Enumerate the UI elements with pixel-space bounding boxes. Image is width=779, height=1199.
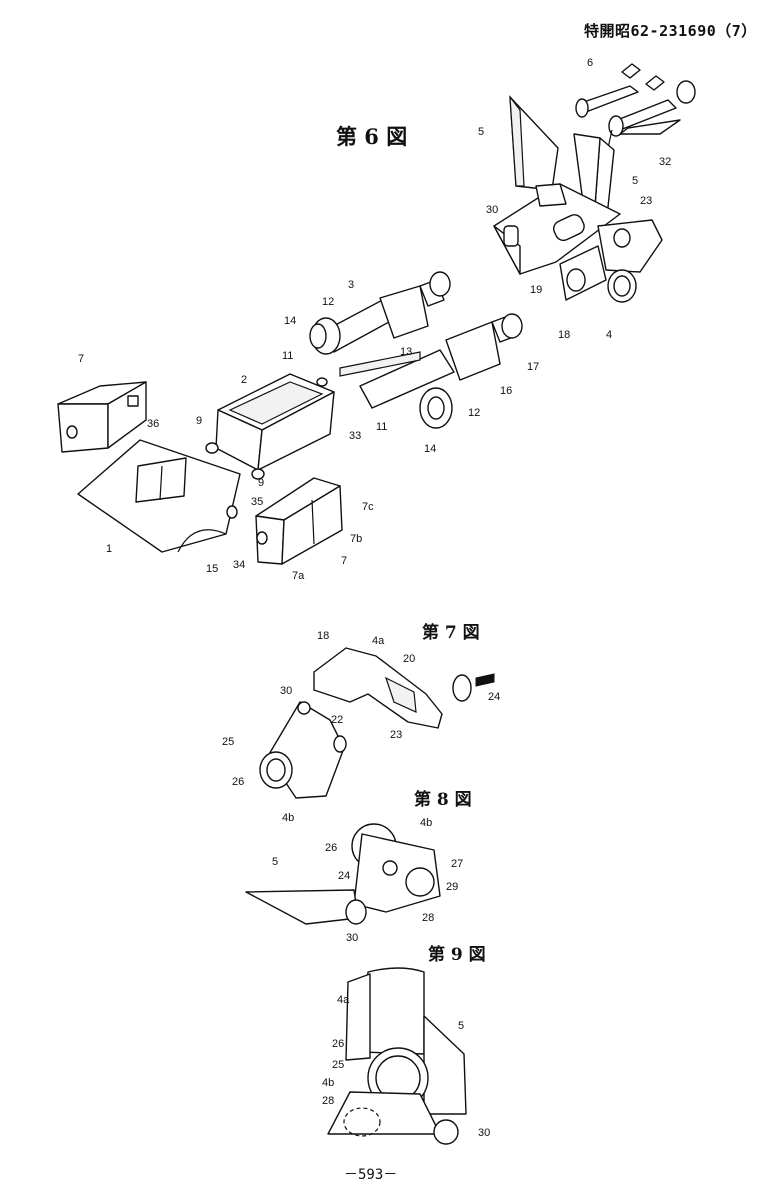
- ref-label: 4a: [372, 635, 385, 647]
- ref-label: 30: [280, 685, 293, 697]
- ref-label: 16: [500, 385, 513, 397]
- figure-7-title: 第 7 図: [422, 623, 480, 643]
- part-6-cylinders: [575, 63, 696, 149]
- figure-8-title: 第 8 図: [414, 790, 472, 810]
- ref-label: 4b: [420, 817, 433, 829]
- ref-label: 25: [332, 1059, 345, 1071]
- ref-label: 4: [606, 329, 613, 341]
- ref-label: 5: [478, 126, 485, 138]
- figure-6-drawing: [57, 63, 696, 565]
- leg-base-body: [493, 183, 663, 303]
- publication-number: 特開昭62-231690（7）: [584, 22, 757, 40]
- ref-label: 7: [78, 353, 85, 365]
- ref-label: 1: [106, 543, 113, 555]
- ref-label: 9: [258, 477, 265, 489]
- ref-label: 7b: [350, 533, 363, 545]
- ref-label: 13: [400, 346, 413, 358]
- ref-label: 7a: [292, 570, 305, 582]
- figure-7-drawing: [259, 647, 495, 799]
- ref-label: 30: [478, 1127, 491, 1139]
- figure-9-drawing: [327, 967, 467, 1145]
- ref-label: 32: [659, 156, 672, 168]
- ref-label: 26: [232, 776, 245, 788]
- ref-label: 5: [272, 856, 279, 868]
- ref-label: 27: [451, 858, 464, 870]
- ref-label: 18: [317, 630, 330, 642]
- ref-label: 35: [251, 496, 264, 508]
- ref-label: 30: [486, 204, 499, 216]
- ref-label: 23: [640, 195, 653, 207]
- ref-label: 28: [322, 1095, 335, 1107]
- ref-label: 5: [632, 175, 639, 187]
- ref-label: 30: [346, 932, 359, 944]
- ref-label: 33: [349, 430, 362, 442]
- ref-label: 12: [322, 296, 335, 308]
- ref-label: 11: [376, 421, 388, 433]
- ref-label: 3: [348, 279, 355, 291]
- ref-label: 5: [458, 1020, 465, 1032]
- ref-label: 7: [341, 555, 348, 567]
- ref-label: 12: [468, 407, 481, 419]
- part-7-block-right: [255, 477, 343, 565]
- part-11-arm: [339, 313, 523, 429]
- figure-8-drawing: [245, 823, 441, 925]
- ref-label: 26: [325, 842, 338, 854]
- ref-label: 4b: [282, 812, 295, 824]
- ref-label: 25: [222, 736, 235, 748]
- page-number: －593－: [344, 1167, 398, 1183]
- part-1-cover: [77, 439, 241, 553]
- part-7-block-left: [57, 381, 147, 453]
- ref-label: 7c: [362, 501, 374, 513]
- ref-label: 36: [147, 418, 160, 430]
- ref-label: 28: [422, 912, 435, 924]
- ref-label: 6: [587, 57, 594, 69]
- ref-label: 4b: [322, 1077, 335, 1089]
- figure-9-title: 第 9 図: [428, 945, 486, 965]
- ref-label: 23: [390, 729, 403, 741]
- ref-label: 24: [338, 870, 351, 882]
- part-3-arm: [309, 271, 451, 355]
- ref-label: 2: [241, 374, 248, 386]
- ref-label: 24: [488, 691, 501, 703]
- ref-label: 26: [332, 1038, 345, 1050]
- ref-label: 34: [233, 559, 246, 571]
- ref-label: 19: [530, 284, 543, 296]
- ref-label: 11: [282, 350, 294, 362]
- ref-label: 29: [446, 881, 459, 893]
- figure-6-title: 第 6 図: [336, 124, 408, 149]
- ref-label: 20: [403, 653, 416, 665]
- ref-label: 15: [206, 563, 219, 575]
- ref-label: 22: [331, 714, 344, 726]
- part-2-box: [205, 373, 335, 480]
- ref-label: 4a: [337, 994, 350, 1006]
- ref-label: 17: [527, 361, 540, 373]
- ref-label: 14: [284, 315, 297, 327]
- ref-label: 14: [424, 443, 437, 455]
- ref-label: 18: [558, 329, 571, 341]
- ref-label: 9: [196, 415, 203, 427]
